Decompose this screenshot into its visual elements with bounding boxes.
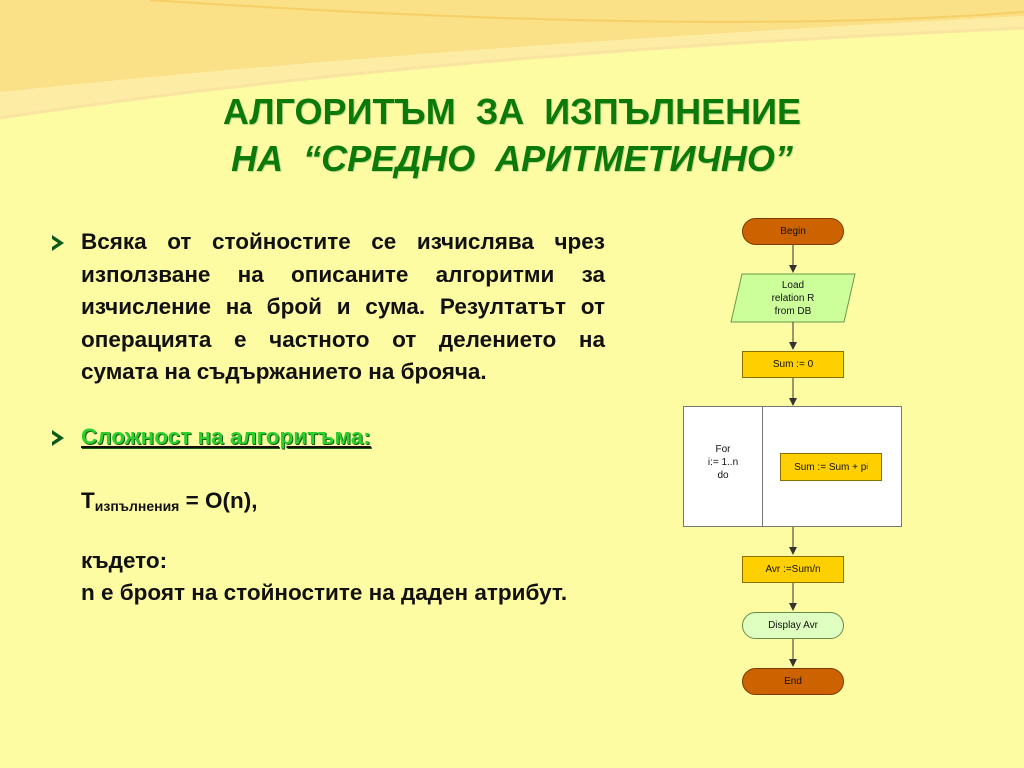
- load-parallelogram-shape: [730, 273, 856, 323]
- formula-rest: = O(n),: [179, 488, 258, 513]
- title-line-1: АЛГОРИТЪМ ЗА ИЗПЪЛНЕНИЕ: [222, 91, 802, 132]
- page-title: АЛГОРИТЪМ ЗА ИЗПЪЛНЕНИЕ НА “СРЕДНО АРИТМ…: [0, 88, 1024, 182]
- text-content: Всяка от стойностите се изчислява чрез и…: [52, 226, 605, 610]
- arrow-bullet-icon: [52, 235, 64, 251]
- complexity-formula: Tизпълнения = O(n),: [52, 485, 605, 523]
- complexity-heading: Сложност на алгоритъма:: [81, 423, 371, 449]
- sum-update-main: Sum := Sum + p: [794, 461, 867, 473]
- arrow-bullet-icon: [52, 429, 64, 446]
- bullet-description: Всяка от стойностите се изчислява чрез и…: [52, 226, 605, 389]
- loop-line-3: do: [717, 469, 729, 481]
- flowchart-end: End: [742, 668, 844, 695]
- load-line-3: from DB: [774, 305, 812, 317]
- flowchart-sum-init: Sum := 0: [742, 351, 844, 378]
- where-label: където:: [81, 547, 168, 573]
- formula-main: T: [81, 488, 95, 513]
- where-text: n е броят на стойностите на даден атрибу…: [81, 580, 568, 605]
- flowchart-loop-label: For i:= 1..n do: [683, 440, 763, 484]
- loop-line-2: i:= 1..n: [707, 456, 739, 468]
- sum-update-sub: i: [866, 463, 868, 471]
- flowchart-display: Display Avr: [742, 612, 844, 639]
- formula-subscript: изпълнения: [94, 498, 180, 514]
- load-line-2: relation R: [771, 292, 815, 304]
- flowchart-load: Load relation R from DB: [742, 276, 844, 320]
- load-line-1: Load: [781, 279, 805, 291]
- flowchart-loop-divider: [762, 406, 763, 527]
- flowchart-begin: Begin: [742, 218, 844, 245]
- bullet-complexity: Сложност на алгоритъма:: [52, 421, 605, 454]
- description-text: Всяка от стойностите се изчислява чрез и…: [81, 229, 605, 384]
- loop-line-1: For: [715, 443, 731, 455]
- flowchart-average: Avr :=Sum/n: [742, 556, 844, 583]
- title-line-2: НА “СРЕДНО АРИТМЕТИЧНО”: [231, 138, 793, 179]
